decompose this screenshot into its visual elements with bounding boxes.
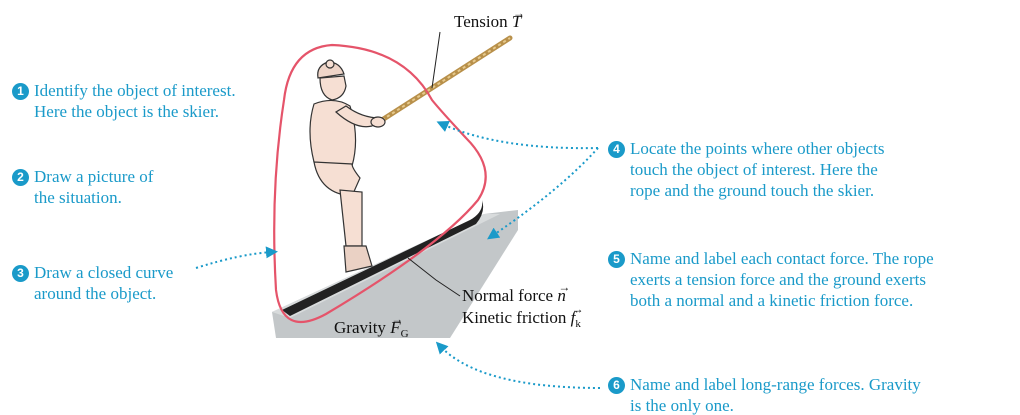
step-5-line-2: exerts a tension force and the ground ex… [608, 269, 934, 290]
step-5-line-1: Name and label each contact force. The r… [630, 249, 934, 268]
step-5-number: 5 [608, 251, 625, 268]
gravity-label: Gravity →FG [334, 318, 409, 344]
gravity-symbol: →F [390, 318, 400, 338]
step-6: 6 Name and label long-range forces. Gravi… [608, 374, 921, 415]
step-1-line-2: Here the object is the skier. [12, 101, 236, 122]
step-4-number: 4 [608, 141, 625, 158]
gravity-subscript: G [401, 328, 409, 340]
step-2: 2 Draw a picture of the situation. [12, 166, 153, 208]
rope [382, 38, 510, 120]
step-2-number: 2 [12, 169, 29, 186]
normal-force-text: Normal force [462, 286, 557, 305]
kinetic-friction-subscript: k [575, 318, 581, 330]
step-1-number: 1 [12, 83, 29, 100]
step-1-line-1: Identify the object of interest. [34, 81, 236, 100]
normal-force-symbol: →n [557, 286, 566, 306]
skier [310, 60, 385, 272]
step-3-number: 3 [12, 265, 29, 282]
normal-force-label: Normal force →n [462, 286, 566, 306]
step-3-line-1: Draw a closed curve [34, 263, 173, 282]
step-4-line-3: rope and the ground touch the skier. [608, 180, 884, 201]
gravity-text: Gravity [334, 318, 390, 337]
kinetic-friction-symbol: →f [571, 308, 576, 328]
step-4-line-2: touch the object of interest. Here the [608, 159, 884, 180]
pointer-step-6 [440, 346, 600, 388]
step-5: 5 Name and label each contact force. The … [608, 248, 934, 311]
step-3: 3 Draw a closed curve around the object. [12, 262, 173, 304]
step-4: 4 Locate the points where other objects t… [608, 138, 884, 201]
tension-symbol: →T [512, 12, 521, 32]
step-6-line-2: is the only one. [608, 395, 921, 415]
pointer-step-3 [196, 252, 272, 268]
step-2-line-1: Draw a picture of [34, 167, 153, 186]
step-2-line-2: the situation. [12, 187, 153, 208]
tension-label: Tension →T [454, 12, 521, 32]
step-5-line-3: both a normal and a kinetic friction for… [608, 290, 934, 311]
kinetic-friction-label: Kinetic friction →fk [462, 308, 581, 334]
step-6-line-1: Name and label long-range forces. Gravit… [630, 375, 921, 394]
tension-text: Tension [454, 12, 512, 31]
step-3-line-2: around the object. [12, 283, 173, 304]
step-1: 1 Identify the object of interest. Here t… [12, 80, 236, 122]
step-6-number: 6 [608, 377, 625, 394]
kinetic-friction-text: Kinetic friction [462, 308, 571, 327]
step-4-line-1: Locate the points where other objects [630, 139, 884, 158]
